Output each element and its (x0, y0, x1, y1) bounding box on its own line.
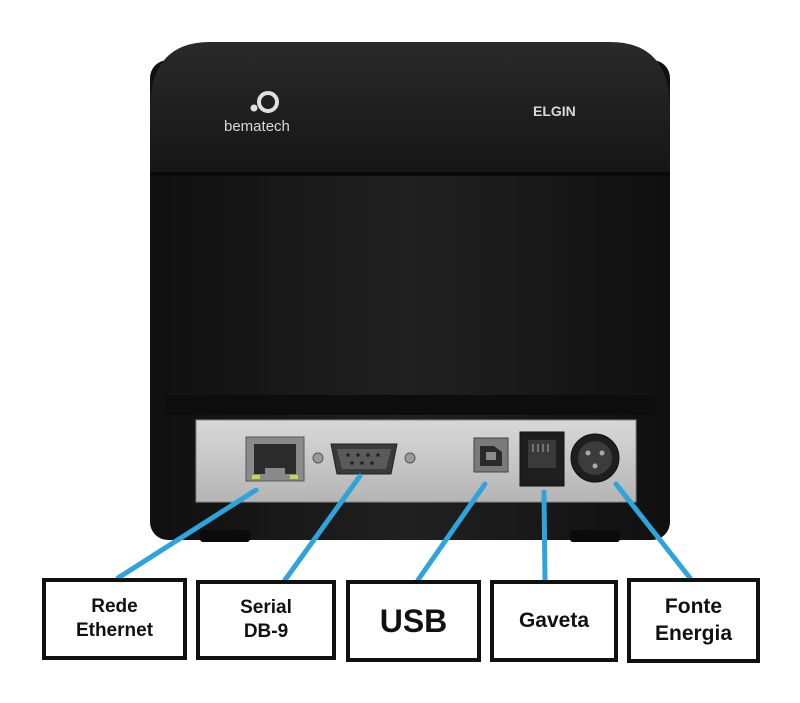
callout-rede (115, 487, 259, 581)
brand-bematech: bematech (224, 118, 290, 135)
rj11-port-icon (519, 431, 565, 487)
bematech-logo (250, 91, 279, 113)
callout-lines (115, 473, 693, 583)
label-serial-text: Serial DB-9 (240, 597, 292, 642)
callout-gaveta (541, 489, 548, 583)
callout-serial (282, 473, 363, 583)
label-serial-db9: Serial DB-9 (196, 580, 336, 660)
label-usb: USB (346, 580, 481, 662)
callout-fonte (613, 481, 693, 581)
ethernet-port-icon (245, 436, 305, 482)
label-usb-text: USB (379, 603, 448, 639)
label-fonte-text: Fonte Energia (654, 595, 733, 645)
label-gaveta: Gaveta (490, 580, 618, 662)
label-gaveta-text: Gaveta (518, 608, 590, 632)
brand-elgin: ELGIN (533, 103, 576, 119)
usb-port-icon (473, 437, 509, 473)
serial-port-icon (312, 443, 416, 475)
label-rede-text: Rede Ethernet (75, 596, 154, 641)
label-rede-ethernet: Rede Ethernet (42, 578, 187, 660)
label-fonte-energia: Fonte Energia (627, 578, 760, 663)
power-port-icon (570, 433, 620, 483)
callout-usb (415, 481, 488, 583)
